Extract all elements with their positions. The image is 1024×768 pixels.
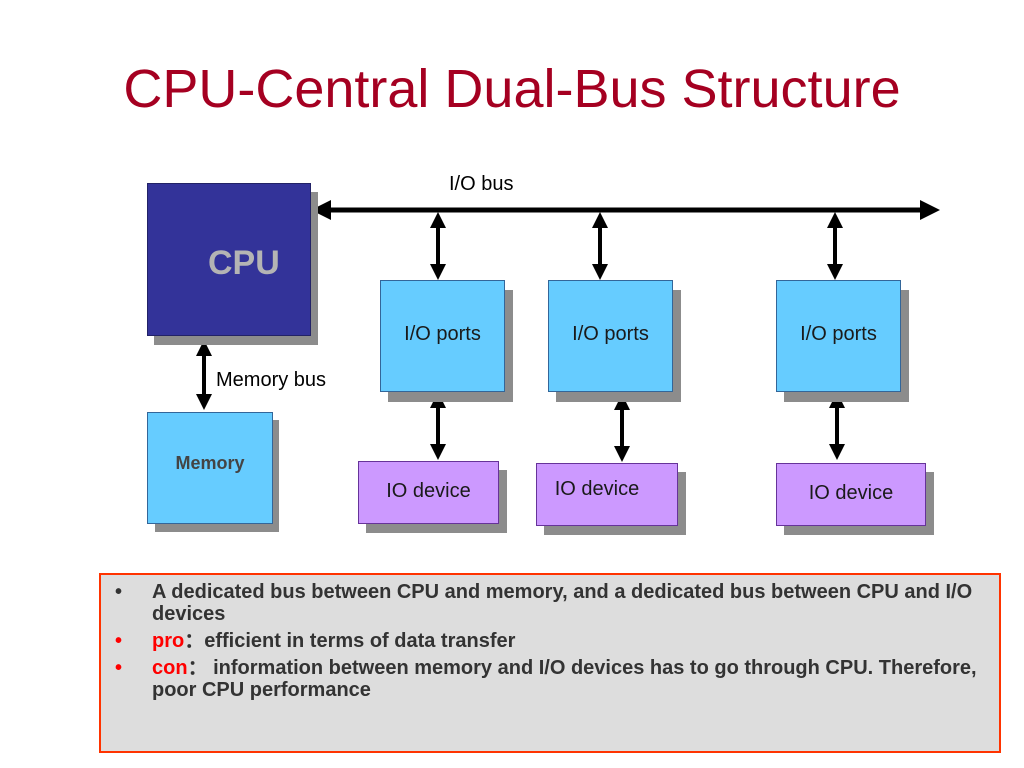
con-text: information between memory and I/O devic… [152,657,977,701]
con-keyword: con [152,657,188,679]
io-bus-arrow [311,200,940,220]
memory-bus-label: Memory bus [216,369,327,391]
notes-item-2: • pro：efficient in terms of data transfe… [115,630,979,652]
notes-list: • A dedicated bus between CPU and memory… [115,581,979,701]
bullet-1: • [115,581,123,603]
io-port-2-label: I/O ports [572,323,649,345]
io-bus-label: I/O bus [449,173,514,195]
bullet-3: • [115,657,123,679]
port1-to-device1-arrow [430,392,446,460]
pro-keyword: pro [152,630,185,652]
bus-to-port1-arrow [430,212,446,280]
io-port-3: I/O ports [776,280,901,392]
io-device-3: IO device [776,463,926,526]
notes-item-1-text: A dedicated bus between CPU and memory, … [152,581,973,625]
io-port-1-label: I/O ports [404,323,481,345]
port2-to-device2-arrow [614,394,630,462]
io-device-2: IO device [536,463,678,526]
con-separator: ： [187,657,208,679]
notes-item-3: • con： information between memory and I/… [115,657,979,701]
notes-box: • A dedicated bus between CPU and memory… [99,573,1001,753]
bus-to-port2-arrow [592,212,608,280]
io-device-2-label: IO device [554,478,640,500]
pro-text: efficient in terms of data transfer [204,630,516,652]
memory-bus-arrow [196,340,212,410]
memory-block: Memory [147,412,273,524]
bus-to-port3-arrow [827,212,843,280]
port3-to-device3-arrow [829,392,845,460]
io-port-3-label: I/O ports [800,323,877,345]
cpu-label: CPU [208,244,280,282]
notes-item-1: • A dedicated bus between CPU and memory… [115,581,979,625]
io-device-3-label: IO device [808,482,894,504]
page-title: CPU-Central Dual-Bus Structure [123,59,901,119]
cpu-block: CPU [147,183,311,336]
io-device-1-label: IO device [386,480,471,502]
memory-label: Memory [175,453,245,473]
io-port-1: I/O ports [380,280,505,392]
io-port-2: I/O ports [548,280,673,392]
pro-separator: ： [184,630,205,652]
io-device-1: IO device [358,461,499,524]
bullet-2: • [115,630,123,652]
